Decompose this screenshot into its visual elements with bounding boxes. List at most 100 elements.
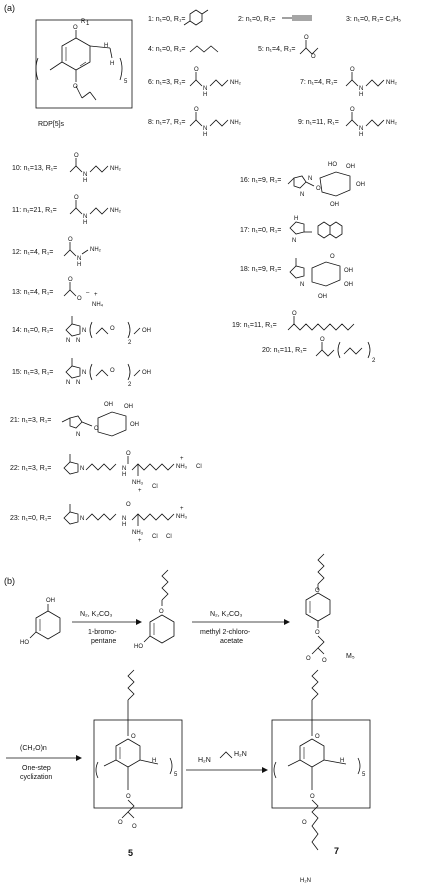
panel-b-label: (b): [4, 576, 15, 586]
r7-nh2: NH₂: [386, 80, 398, 86]
hq-ho: HO: [20, 640, 29, 646]
r11-nh2: NH₂: [110, 208, 122, 214]
r22-h: H: [122, 472, 126, 478]
r5-o: O: [304, 35, 309, 41]
r12-h: H: [77, 262, 81, 268]
r11-n: N: [83, 214, 87, 220]
entry-15: 15: n₁=3, R₁=: [12, 369, 53, 376]
step1-reagent-bottom-1: 1-bromo-: [88, 629, 117, 636]
r16-ho: HO: [328, 162, 337, 168]
r1-butyl: [189, 45, 219, 53]
r16-oh2: OH: [356, 182, 365, 188]
c5-o-bottom: O: [126, 794, 131, 800]
r20-two: 2: [372, 358, 376, 364]
step4-reagent-nh2: H₂N: [234, 751, 247, 758]
compound-5-label: 5: [128, 848, 133, 858]
r8-nh2: NH₂: [230, 120, 242, 126]
r1-propargyl: [282, 15, 312, 21]
r7-o: O: [350, 67, 355, 73]
r17-h: H: [294, 216, 298, 222]
r1-amide-8: [189, 112, 229, 127]
r1-amide-6: [189, 72, 229, 87]
entry-9: 9: n₁=11, R₁=: [298, 119, 339, 126]
entry-13: 13: n₁=4, R₁=: [12, 289, 53, 296]
r9-n: N: [359, 126, 363, 132]
r14-o: O: [110, 326, 115, 332]
step1-reagent-bottom-2: pentane: [91, 638, 116, 645]
r8-h: H: [203, 132, 207, 138]
r8-n: N: [203, 126, 207, 132]
entry-11: 11: n₁=21, R₁=: [12, 207, 57, 214]
c5-o-carbonyl: O: [118, 820, 123, 826]
m5-o-ester: O: [322, 658, 327, 664]
step2-reagent-bottom-2: acetate: [220, 638, 243, 645]
c7-h: H: [340, 758, 344, 764]
r18-oh2: OH: [344, 282, 353, 288]
entry-5: 5: n₁=4, R₁=: [258, 46, 295, 53]
r1-methyl-ester: [299, 40, 319, 55]
r21-o: O: [94, 426, 99, 432]
r15-oh: OH: [142, 370, 151, 376]
m5-o-carbonyl: O: [306, 656, 311, 662]
r12-nh2: NH₂: [90, 247, 102, 253]
r19-o: O: [292, 311, 297, 317]
r14-n: N: [76, 338, 80, 344]
entry-7: 7: n₁=4, R₁=: [300, 79, 337, 86]
step2-reagent-bottom-1: methyl 2-chloro-: [200, 629, 251, 636]
r1-peg-ester-20: [315, 341, 371, 359]
r12-o: O: [68, 237, 73, 243]
core-o-bottom: O: [73, 84, 78, 90]
m5-o-bottom: O: [315, 630, 320, 636]
step4-reagent-top: H₂N: [198, 757, 211, 764]
r18-oh3: OH: [318, 294, 327, 300]
entry-16: 16: n₁=9, R₁=: [240, 177, 281, 184]
r13-plus: +: [94, 292, 98, 298]
r1-triazole-peg-15: [65, 358, 141, 381]
step2-reagent-top: N₂, K₂CO₃: [210, 611, 243, 618]
r21-oh: OH: [104, 402, 113, 408]
core-h: H: [104, 43, 108, 49]
entry-14: 14: n₁=0, R₁=: [12, 327, 53, 334]
r7-h: H: [359, 92, 363, 98]
r14-n2: N: [82, 328, 86, 334]
r20-o: O: [320, 337, 325, 343]
r1-triazole-sugar-18: [289, 258, 341, 287]
r11-o: O: [74, 195, 79, 201]
compound-5: [93, 669, 183, 819]
entry-4: 4: n₁=0, R₁=: [148, 46, 185, 53]
r21-oh3: OH: [130, 422, 139, 428]
r18-n: N: [300, 282, 304, 288]
r15-n3: N: [66, 380, 70, 386]
entry-2: 2: n₁=0, R₁=: [238, 16, 275, 23]
arrow-step2-head: [284, 619, 290, 625]
r22-plus2: +: [180, 456, 184, 462]
r10-h: H: [83, 178, 87, 184]
r8-o: O: [194, 107, 199, 113]
monomer-m5: [305, 553, 331, 655]
c7-nh2: H₂N: [300, 878, 311, 884]
r1-carboxylate: [63, 282, 77, 297]
step3-reagent-bottom-2: cyclization: [20, 774, 52, 781]
r22-cl: Cl: [152, 484, 158, 490]
c7-o-top: O: [315, 734, 320, 740]
r9-o: O: [350, 107, 355, 113]
r23-cl: Cl: [152, 534, 158, 540]
r1-hydrazide: [63, 242, 89, 257]
r12-n: N: [77, 256, 81, 262]
r6-nh2: NH₂: [230, 80, 242, 86]
r21-oh2: OH: [124, 404, 133, 410]
compound-7-label: 7: [334, 846, 339, 856]
r16-oh3: OH: [330, 202, 339, 208]
r22-n: N: [80, 466, 84, 472]
m5-label: M₅: [346, 653, 355, 660]
r23-h: H: [122, 522, 126, 528]
r13-o2: O: [77, 296, 82, 302]
core-repeat-n: 5: [124, 79, 128, 85]
r1-peg-ester-19: [287, 316, 355, 331]
compound-7: [271, 669, 371, 851]
step3-reagent-bottom-1: One-step: [22, 765, 51, 772]
r22-nh3: NH₃: [132, 480, 144, 486]
r10-nh2: NH₂: [110, 166, 122, 172]
m5-o-top: O: [315, 588, 320, 594]
r9-nh2: NH₂: [386, 120, 398, 126]
